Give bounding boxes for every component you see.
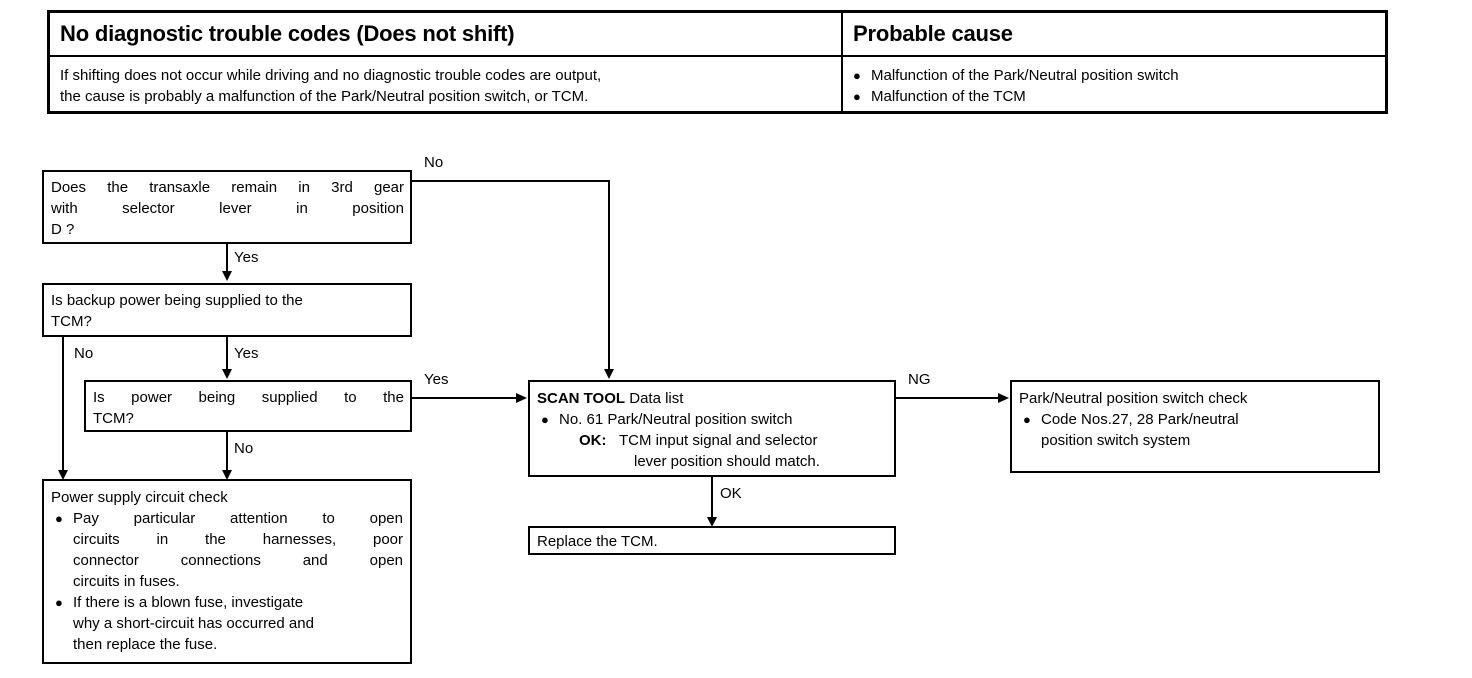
ps-item1-line2: circuits in the harnesses, poor xyxy=(73,531,403,548)
arrowhead-q3-no xyxy=(222,470,232,480)
scan-tool-ok-label: OK: xyxy=(579,432,607,449)
q1-line-3: D ? xyxy=(51,221,75,238)
table-body-cell-cause: ● Malfunction of the Park/Neutral positi… xyxy=(843,57,1385,114)
table-header-row: No diagnostic trouble codes (Does not sh… xyxy=(50,13,1385,57)
ps-item1-line3: connector connections and open xyxy=(73,552,403,569)
connector-q2-no-vertical xyxy=(62,337,64,471)
arrowhead-q1-yes xyxy=(222,271,232,281)
bullet-icon: ● xyxy=(853,67,861,83)
ps-item2-line3: then replace the fuse. xyxy=(73,636,218,653)
flow-box-replace-tcm: Replace the TCM. xyxy=(528,526,896,555)
symptom-probable-cause-table: No diagnostic trouble codes (Does not sh… xyxy=(47,10,1388,114)
flow-box-scan-tool-data-list: SCAN TOOL Data list ● No. 61 Park/Neutra… xyxy=(528,380,896,477)
power-supply-title: Power supply circuit check xyxy=(51,489,228,506)
scan-tool-title-rest: Data list xyxy=(629,390,684,407)
bullet-icon: ● xyxy=(853,88,861,104)
edge-label-scan-ng: NG xyxy=(908,371,931,388)
replace-tcm-text: Replace the TCM. xyxy=(537,533,658,550)
arrowhead-q2-yes xyxy=(222,369,232,379)
q2-line-2: TCM? xyxy=(51,313,92,330)
arrowhead-scan-ng xyxy=(998,393,1009,403)
connector-scan-ng-horizontal xyxy=(896,397,999,399)
connector-scan-ok-vertical xyxy=(711,477,713,518)
connector-q1-yes-vertical xyxy=(226,244,228,272)
scan-tool-ok-text-1: TCM input signal and selector xyxy=(619,432,818,449)
edge-label-scan-ok: OK xyxy=(720,485,742,502)
bullet-icon: ● xyxy=(1023,412,1031,427)
scan-tool-ok-line-2: lever position should match. xyxy=(634,453,820,470)
connector-q3-yes-horizontal xyxy=(412,397,517,399)
cause-list-item: ● Malfunction of the Park/Neutral positi… xyxy=(853,65,1375,86)
edge-label-q2-yes: Yes xyxy=(234,345,259,362)
pn-check-item-line-1: Code Nos.27, 28 Park/neutral xyxy=(1041,411,1239,428)
cause-item-text: Malfunction of the Park/Neutral position… xyxy=(871,66,1179,84)
scan-tool-ok-line-1: OK: TCM input signal and selector xyxy=(559,430,887,451)
table-body-row: If shifting does not occur while driving… xyxy=(50,57,1385,114)
flow-box-power-supply-circuit-check: Power supply circuit check ● Pay particu… xyxy=(42,479,412,664)
edge-label-q1-no: No xyxy=(424,154,444,171)
arrowhead-q1-no xyxy=(604,369,614,379)
ps-item1-line4: circuits in fuses. xyxy=(73,573,180,590)
q1-line-1: Does the transaxle remain in 3rd gear xyxy=(51,179,404,196)
edge-label-q1-yes: Yes xyxy=(234,249,259,266)
connector-q2-yes-vertical xyxy=(226,337,228,370)
pn-check-title: Park/Neutral position switch check xyxy=(1019,390,1248,407)
arrowhead-q3-yes xyxy=(516,393,527,403)
arrowhead-q2-no xyxy=(58,470,68,480)
ps-item2-line1: If there is a blown fuse, investigate xyxy=(73,594,304,611)
connector-q1-no-vertical xyxy=(608,180,610,370)
symptom-description-line-1: If shifting does not occur while driving… xyxy=(60,66,602,84)
scan-tool-title: SCAN TOOL Data list xyxy=(537,388,887,409)
power-supply-list-item: ● If there is a blown fuse, investigate … xyxy=(51,592,403,655)
bullet-icon: ● xyxy=(55,511,63,526)
edge-label-q2-no: No xyxy=(74,345,94,362)
table-header-cell-symptom: No diagnostic trouble codes (Does not sh… xyxy=(50,13,843,55)
q2-line-1: Is backup power being supplied to the xyxy=(51,292,303,309)
cause-list-item: ● Malfunction of the TCM xyxy=(853,86,1375,107)
bullet-icon: ● xyxy=(55,595,63,610)
ps-item1-line1: Pay particular attention to open xyxy=(73,510,403,527)
flow-box-question-backup-power: Is backup power being supplied to the TC… xyxy=(42,283,412,337)
arrowhead-scan-ok xyxy=(707,517,717,527)
symptom-header-text: No diagnostic trouble codes (Does not sh… xyxy=(60,21,515,46)
ps-item2-line2: why a short-circuit has occurred and xyxy=(73,615,314,632)
flow-box-question-transaxle-3rd-gear: Does the transaxle remain in 3rd gear wi… xyxy=(42,170,412,244)
connector-q1-no-horizontal xyxy=(412,180,610,182)
probable-cause-header-text: Probable cause xyxy=(853,21,1013,46)
power-supply-list-item: ● Pay particular attention to open circu… xyxy=(51,508,403,592)
pn-check-item-line-2: position switch system xyxy=(1041,432,1191,449)
q1-line-2: with selector lever in position xyxy=(51,200,404,217)
pn-check-list-item: ● Code Nos.27, 28 Park/neutral position … xyxy=(1019,409,1371,451)
scan-tool-title-bold: SCAN TOOL xyxy=(537,390,626,407)
edge-label-q3-no: No xyxy=(234,440,254,457)
edge-label-q3-yes: Yes xyxy=(424,371,449,388)
connector-q3-no-vertical xyxy=(226,432,228,471)
scan-tool-item-line: No. 61 Park/Neutral position switch xyxy=(559,411,793,428)
table-header-cell-cause: Probable cause xyxy=(843,13,1385,55)
symptom-description-line-2: the cause is probably a malfunction of t… xyxy=(60,87,589,105)
bullet-icon: ● xyxy=(541,412,549,427)
cause-item-text: Malfunction of the TCM xyxy=(871,87,1026,105)
flow-box-question-power-supplied: Is power being supplied to the TCM? xyxy=(84,380,412,432)
q3-line-1: Is power being supplied to the xyxy=(93,389,404,406)
table-body-cell-symptom: If shifting does not occur while driving… xyxy=(50,57,843,114)
q3-line-2: TCM? xyxy=(93,410,134,427)
flow-box-park-neutral-switch-check: Park/Neutral position switch check ● Cod… xyxy=(1010,380,1380,473)
scan-tool-list-item: ● No. 61 Park/Neutral position switch OK… xyxy=(537,409,887,472)
